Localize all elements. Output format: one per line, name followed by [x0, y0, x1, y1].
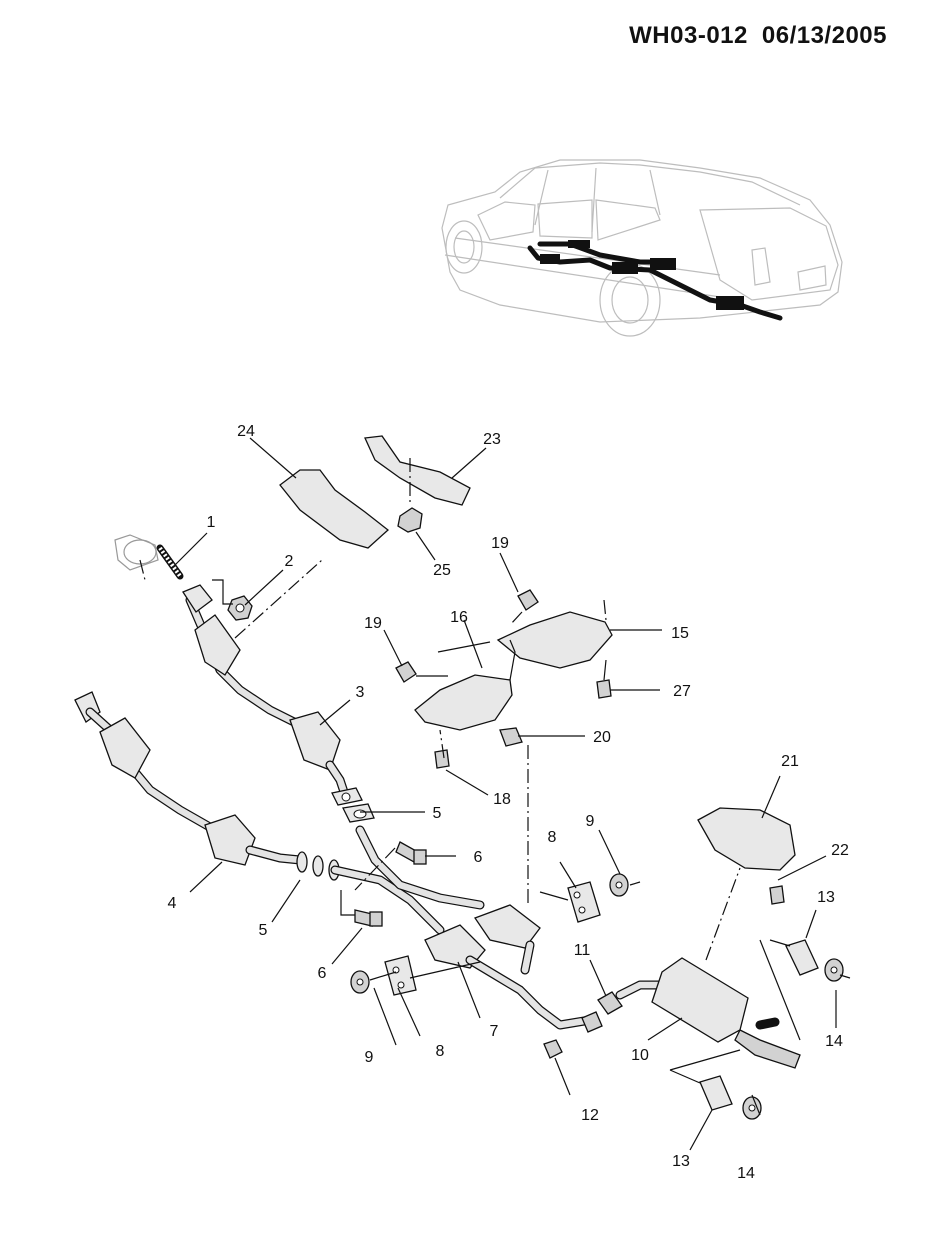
- hangers: [384, 881, 601, 996]
- callout-18: 18: [493, 791, 511, 808]
- callout-19a: 19: [364, 615, 382, 632]
- callout-21: 21: [781, 753, 799, 770]
- callout-14b: 14: [737, 1165, 755, 1182]
- callout-5b: 5: [433, 805, 442, 822]
- gaskets: [296, 803, 375, 881]
- callout-8b: 8: [436, 1043, 445, 1060]
- callout-6a: 6: [318, 965, 327, 982]
- callout-numbers: 1 2 3 4 5 5 6 6 7 8 8 9 9 10 11 12 13 13…: [168, 423, 849, 1182]
- callout-8a: 8: [548, 829, 557, 846]
- heat-shields: [279, 435, 796, 871]
- stud: [156, 544, 184, 580]
- fasteners: [395, 507, 785, 905]
- callout-1: 1: [207, 514, 216, 531]
- callout-27: 27: [673, 683, 691, 700]
- callout-14a: 14: [825, 1033, 843, 1050]
- callout-12: 12: [581, 1107, 599, 1124]
- callout-15: 15: [671, 625, 689, 642]
- front-pipe-converter: [182, 584, 363, 806]
- clamp-nut: [543, 1039, 563, 1059]
- callout-24: 24: [237, 423, 255, 440]
- callout-16: 16: [450, 609, 468, 626]
- y-pipe-mufflers: [330, 825, 595, 1030]
- callout-2: 2: [285, 553, 294, 570]
- callout-3: 3: [356, 684, 365, 701]
- retainers: [350, 873, 629, 994]
- rear-muffler: [615, 957, 801, 1069]
- callout-7: 7: [490, 1023, 499, 1040]
- callout-10: 10: [631, 1047, 649, 1064]
- callout-9a: 9: [586, 813, 595, 830]
- callout-11: 11: [574, 942, 591, 959]
- clamp: [581, 991, 623, 1033]
- manifold-reference: [114, 534, 159, 581]
- diagram-code: WH03-012: [629, 22, 748, 49]
- callout-9b: 9: [365, 1049, 374, 1066]
- callout-6b: 6: [474, 849, 483, 866]
- rear-retainers: [742, 958, 844, 1120]
- callout-4: 4: [168, 895, 177, 912]
- insulators: [699, 939, 819, 1111]
- callout-22: 22: [831, 842, 849, 859]
- car-illustration: [441, 159, 843, 337]
- rear-pipe-converter: [74, 691, 305, 866]
- diagram-header: WH03-012 06/13/2005: [629, 22, 887, 50]
- leader-lines: [174, 437, 851, 1151]
- nut: [227, 595, 253, 621]
- bolts: [354, 841, 427, 927]
- callout-13a: 13: [817, 889, 835, 906]
- callout-5a: 5: [259, 922, 268, 939]
- callout-25: 25: [433, 562, 451, 579]
- diagram-date: 06/13/2005: [761, 22, 887, 49]
- callout-23: 23: [483, 431, 501, 448]
- callout-13b: 13: [672, 1153, 690, 1170]
- callout-20: 20: [593, 729, 611, 746]
- callout-19b: 19: [491, 535, 509, 552]
